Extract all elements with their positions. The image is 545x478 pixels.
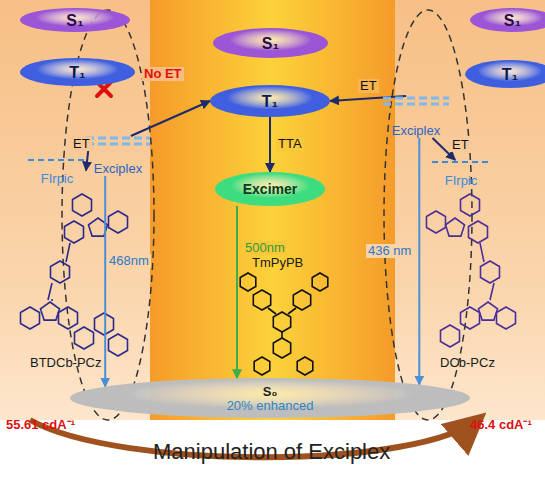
level-label: T₁ <box>262 93 278 111</box>
bond <box>48 283 52 300</box>
level-dash <box>86 143 150 146</box>
bond <box>480 243 484 262</box>
molecule-name: DCb-PCz <box>440 356 495 370</box>
level-line: FIrpic <box>432 160 490 188</box>
efficiency-value: 55.61 cdA⁻¹ <box>6 418 75 432</box>
ring <box>297 357 313 375</box>
level-ellipse <box>20 58 135 86</box>
ring <box>51 261 70 283</box>
level-line: Exciplex <box>86 136 150 176</box>
ring <box>65 221 84 243</box>
molecule-name: BTDCb-PCz <box>30 356 102 370</box>
left-column <box>0 0 150 420</box>
ring <box>109 211 128 233</box>
edge-label: ET <box>450 138 471 152</box>
center-column <box>150 0 395 420</box>
energy-level: S₁ <box>213 28 328 58</box>
efficiency-value: 46.4 cdA⁻¹ <box>470 418 532 432</box>
energy-level: Excimer <box>215 172 325 206</box>
level-label: S₁ <box>262 35 279 53</box>
ring <box>51 299 53 301</box>
edge-label: TTA <box>276 137 304 151</box>
ring <box>273 338 290 358</box>
level-label: S₁ <box>504 12 521 30</box>
level-ellipse <box>215 172 325 206</box>
transfer-arrow <box>131 101 210 136</box>
ring <box>427 211 446 233</box>
edge-label: ET <box>71 137 92 151</box>
level-line: Exciplex <box>383 96 449 138</box>
ring <box>481 261 500 283</box>
ring <box>461 307 480 329</box>
ring <box>497 307 516 329</box>
level-label: S₁ <box>66 12 83 30</box>
ring <box>479 302 498 320</box>
ring <box>253 290 270 310</box>
edge-label: 500nm <box>243 241 287 255</box>
ring <box>41 302 60 320</box>
transfer-arrow <box>330 96 406 101</box>
bond <box>268 308 276 314</box>
level-ellipse <box>213 28 328 58</box>
emission-arrow <box>236 206 238 378</box>
bond <box>288 308 296 314</box>
level-ellipse <box>20 8 130 32</box>
bond <box>281 332 283 338</box>
emission-arrow <box>418 138 420 385</box>
level-dash <box>432 161 490 163</box>
level-label: S₀ <box>263 385 278 399</box>
level-dash <box>383 103 449 106</box>
energy-level: S₁ <box>20 8 130 32</box>
level-dash <box>86 137 150 140</box>
ring <box>312 273 328 291</box>
ring <box>441 325 460 347</box>
level-label: T₁ <box>502 66 518 84</box>
ring <box>59 307 78 329</box>
level-line: FIrpic <box>28 158 86 186</box>
bond <box>66 243 70 262</box>
figure-title: Manipulation of Exciplex <box>153 440 390 464</box>
energy-level: T₁ <box>210 85 330 117</box>
ring <box>240 273 256 291</box>
level-label: T₁ <box>69 64 85 82</box>
level-label: Exciplex <box>94 162 142 176</box>
molecule-name: TmPyPB <box>252 256 303 270</box>
level-ellipse <box>70 378 470 418</box>
level-label: FIrpic <box>445 174 478 188</box>
level-dash <box>383 97 449 100</box>
ring <box>109 334 128 356</box>
bond <box>490 283 494 300</box>
edge-label: 468nm <box>107 254 151 268</box>
ring <box>461 194 480 216</box>
molecules <box>21 194 516 375</box>
level-ellipse <box>470 8 545 32</box>
ring <box>254 357 270 375</box>
level-label: FIrpic <box>41 172 74 186</box>
ring <box>95 313 114 335</box>
energy-level: T₁ <box>20 58 135 86</box>
transfer-arrow <box>269 117 271 172</box>
ring <box>273 312 290 332</box>
ring <box>446 218 465 236</box>
energy-level: S₁ <box>470 8 545 32</box>
edge-label: 436 nm <box>366 244 413 258</box>
energy-level: S₀20% enhanced <box>70 378 470 418</box>
ring <box>75 327 94 349</box>
level-ellipse <box>465 60 545 88</box>
level-label: Exciplex <box>392 124 440 138</box>
ring <box>73 194 92 216</box>
ring <box>21 307 40 329</box>
note-text: 20% enhanced <box>227 399 314 413</box>
energy-level: T₁ <box>465 60 545 88</box>
edge-label: ET <box>358 79 379 93</box>
level-ellipse <box>210 85 330 117</box>
edge-label: No ET <box>142 67 184 81</box>
level-label: Excimer <box>243 182 297 197</box>
ring <box>293 290 310 310</box>
emission-arrow <box>104 176 106 387</box>
ring <box>469 221 488 243</box>
level-dash <box>28 159 86 161</box>
